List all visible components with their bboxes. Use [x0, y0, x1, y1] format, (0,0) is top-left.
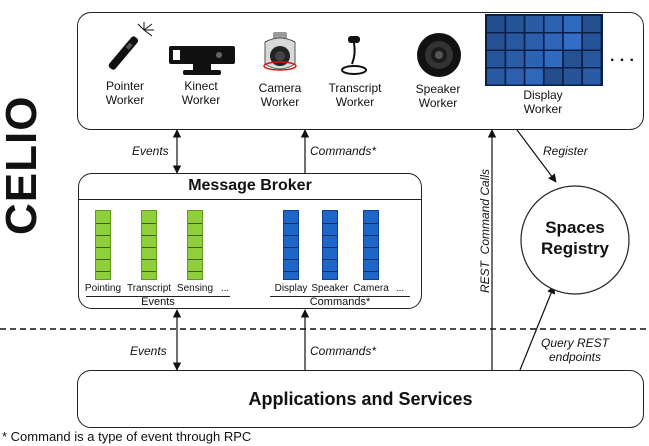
- queue-camera: [363, 210, 379, 280]
- queue-display: [283, 210, 299, 280]
- events-group-label: Events: [141, 296, 175, 308]
- queue-label-display: Display: [274, 283, 308, 294]
- worker-label-camera: Camera Worker: [258, 81, 302, 109]
- worker-label-kinect: Kinect Worker: [181, 79, 221, 107]
- events-label-bottom: Events: [130, 344, 167, 358]
- laser-pointer-icon: [108, 22, 154, 70]
- worker-label-pointer: Pointer Worker: [105, 79, 145, 107]
- queue-label-transcript: Transcript: [126, 283, 172, 294]
- query-arrow: [519, 285, 556, 371]
- queue-label-pointing: Pointing: [84, 283, 122, 294]
- applications-title: Applications and Services: [248, 389, 473, 409]
- queue-pointing: [95, 210, 111, 280]
- commands-group-underline: [270, 296, 410, 297]
- speaker-icon: [417, 33, 461, 77]
- microphone-icon: [341, 36, 367, 75]
- spaces-registry-title: Spaces Registry: [540, 218, 610, 258]
- kinect-sensor-icon: [169, 46, 235, 75]
- workers-more-ellipsis: · · ·: [610, 52, 635, 69]
- commands-label-top: Commands*: [310, 144, 377, 158]
- events-group-underline: [86, 296, 230, 297]
- commands-more-label: ...: [395, 283, 405, 294]
- display-wall-icon: [485, 14, 603, 86]
- queue-speaker: [322, 210, 338, 280]
- commands-group-label: Commands*: [309, 296, 371, 308]
- register-label: Register: [543, 144, 588, 158]
- queue-transcript: [141, 210, 157, 280]
- applications-panel: [77, 370, 644, 428]
- events-label-top: Events: [132, 144, 169, 158]
- queue-sensing: [187, 210, 203, 280]
- commands-label-bottom: Commands*: [310, 344, 377, 358]
- ptz-camera-icon: [263, 32, 297, 71]
- events-more-label: ...: [220, 283, 230, 294]
- queue-label-camera: Camera: [353, 283, 389, 294]
- register-arrow: [516, 129, 557, 183]
- worker-label-speaker: Speaker Worker: [415, 82, 461, 110]
- message-broker-title: Message Broker: [188, 177, 312, 194]
- queue-label-speaker: Speaker: [311, 283, 349, 294]
- query-rest-label: Query REST endpoints: [540, 336, 609, 364]
- footnote: * Command is a type of event through RPC: [2, 429, 252, 444]
- registry-circle: [520, 185, 630, 295]
- worker-label-display: Display Worker: [523, 88, 563, 116]
- worker-label-transcript: Transcript Worker: [328, 81, 382, 109]
- message-broker-divider: [78, 199, 422, 200]
- queue-label-sensing: Sensing: [176, 283, 214, 294]
- rest-command-calls-label: REST Command Calls: [478, 168, 492, 294]
- celio-title: CELIO: [0, 95, 46, 235]
